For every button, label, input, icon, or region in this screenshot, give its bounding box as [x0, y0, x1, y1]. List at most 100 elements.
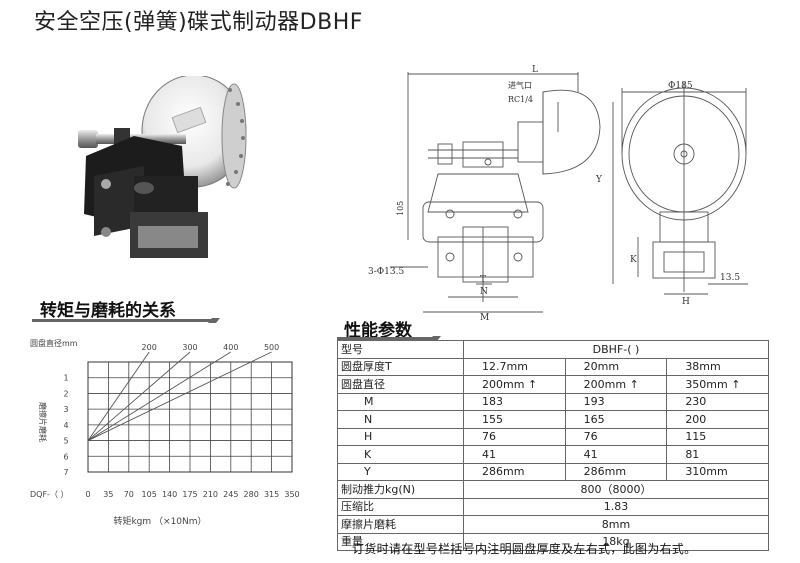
- row-force-label: 制动推力kg(N): [337, 480, 464, 499]
- chart-top-tick: 200: [142, 343, 157, 352]
- row-label: 圆盘直径: [337, 375, 464, 394]
- row-cell: 165: [564, 410, 668, 429]
- dim-h: H: [682, 297, 690, 307]
- chart-y-tick: 7: [63, 468, 68, 477]
- chart-y-tick: 4: [63, 421, 68, 430]
- dim-y: Y: [595, 175, 603, 185]
- row-cell: 76: [463, 427, 566, 446]
- dim-rc: RC1/4: [508, 95, 533, 104]
- row-cell: 12.7mm: [463, 357, 566, 376]
- table-header-row: 型号 DBHF-( ): [337, 340, 769, 359]
- dim-n: N: [480, 287, 488, 297]
- row-label: M: [337, 392, 464, 411]
- chart-y-tick: 3: [63, 405, 68, 414]
- chart-x-tick: 210: [203, 490, 218, 499]
- chart-x-tick: 280: [244, 490, 259, 499]
- row-cell: 81: [666, 445, 769, 464]
- chart-x-label: 转矩kgm （×10Nm）: [113, 515, 206, 527]
- dim-holes: 3-Φ13.5: [368, 267, 404, 277]
- chart-series-line: [87, 351, 232, 441]
- row-wear-value: 8mm: [463, 515, 769, 534]
- chart-section-title: 转矩与磨耗的关系: [40, 301, 176, 321]
- chart-y-tick: 6: [63, 452, 68, 461]
- table-header-value: DBHF-( ): [463, 340, 769, 359]
- row-cell: 200mm ↑: [564, 375, 668, 394]
- row-label: N: [337, 410, 464, 429]
- chart-x-tick: 245: [223, 490, 238, 499]
- chart-series-line: [87, 351, 150, 441]
- chart-x-prefix: DQF-（ ）: [30, 490, 69, 499]
- row-cell: 200mm ↑: [463, 375, 566, 394]
- chart-x-tick: 35: [103, 490, 113, 499]
- row-label: H: [337, 427, 464, 446]
- row-cell: 41: [463, 445, 566, 464]
- row-cell: 115: [666, 427, 769, 446]
- row-cell: 76: [564, 427, 668, 446]
- row-cell: 230: [666, 392, 769, 411]
- chart-y-tick: 5: [63, 437, 68, 446]
- chart-section-underline: [32, 318, 220, 323]
- chart-y-tick: 2: [63, 389, 68, 398]
- chart-y-side-label: 磨擦片磨耗: [38, 402, 48, 442]
- dim-k: K: [630, 255, 637, 265]
- table-section-header: 性能参数: [344, 316, 412, 341]
- chart-x-tick: 175: [182, 490, 197, 499]
- table-section-title: 性能参数: [344, 321, 412, 341]
- dim-t: T: [480, 275, 486, 285]
- technical-drawing: L 进气口 RC1/4 Φ185 Y 105 3-Φ13.5 T N M K H…: [368, 65, 748, 322]
- dim-13-5: 13.5: [720, 273, 740, 283]
- chart-top-tick: 500: [264, 343, 279, 352]
- row-cell: 200: [666, 410, 769, 429]
- row-cell: 183: [463, 392, 566, 411]
- chart-x-tick: 140: [162, 490, 177, 499]
- dim-l: L: [532, 65, 538, 75]
- row-force-value: 800（8000）: [463, 480, 769, 499]
- chart-x-tick: 105: [142, 490, 157, 499]
- chart-section-header: 转矩与磨耗的关系: [40, 296, 176, 321]
- table-section-underline: [337, 336, 441, 341]
- row-wear-label: 摩擦片磨耗: [337, 515, 464, 534]
- chart-top-tick: 400: [223, 343, 238, 352]
- row-cell: 286mm: [463, 462, 566, 481]
- product-photo: [78, 76, 247, 258]
- row-ratio-value: 1.83: [463, 497, 769, 516]
- dim-m: M: [480, 313, 489, 322]
- chart-y-tick: 1: [63, 374, 68, 383]
- chart-x-tick: 0: [85, 490, 90, 499]
- chart-top-tick: 300: [182, 343, 197, 352]
- chart-x-tick: 315: [264, 490, 279, 499]
- dim-inlet: 进气口: [508, 80, 532, 90]
- chart-x-tick: 70: [124, 490, 134, 499]
- row-cell: 286mm: [564, 462, 668, 481]
- chart-series-line: [87, 351, 272, 441]
- page-title: 安全空压(弹簧)碟式制动器DBHF: [34, 10, 363, 35]
- row-ratio-label: 压缩比: [337, 497, 464, 516]
- order-note: 订货时请在型号栏括号内注明圆盘厚度及左右式，此图为右式。: [352, 542, 697, 556]
- row-cell: 310mm: [666, 462, 769, 481]
- row-weight-value: 18kg: [463, 532, 769, 551]
- chart-y-top-label: 圆盘直径mm: [30, 338, 78, 348]
- table-header-label: 型号: [337, 340, 464, 359]
- row-cell: 20mm: [564, 357, 668, 376]
- row-cell: 155: [463, 410, 566, 429]
- row-label: 圆盘厚度T: [337, 357, 464, 376]
- row-label: Y: [337, 462, 464, 481]
- row-label: K: [337, 445, 464, 464]
- row-cell: 38mm: [666, 357, 769, 376]
- dim-diameter: Φ185: [668, 81, 693, 91]
- row-cell: 41: [564, 445, 668, 464]
- dim-105: 105: [396, 201, 405, 216]
